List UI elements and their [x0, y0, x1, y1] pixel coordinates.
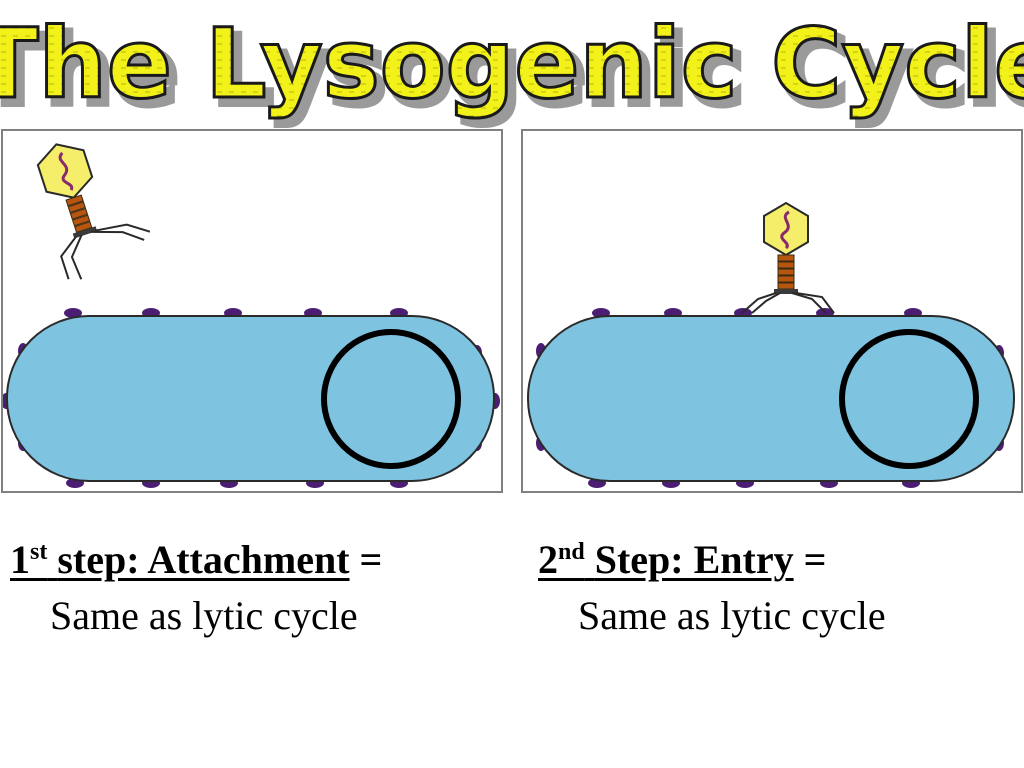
bacterial-chromosome-ring [321, 329, 461, 469]
step-number: 1 [10, 537, 30, 582]
step-heading: 1st step: Attachment = [10, 532, 510, 588]
page-title: The Lysogenic Cycle The Lysogenic Cycle [0, 0, 1024, 129]
title-text: The Lysogenic Cycle [0, 8, 1024, 120]
step-title: 2nd Step: Entry [538, 537, 794, 582]
step-description: Same as lytic cycle [50, 593, 358, 638]
step-caption-entry: 2nd Step: Entry = Same as lytic cycle [538, 532, 1024, 644]
step-label: Step: Entry [594, 537, 794, 582]
bacteriophage-icon [741, 201, 835, 314]
step-title: 1st step: Attachment [10, 537, 350, 582]
bacterial-chromosome-ring [839, 329, 979, 469]
step-heading: 2nd Step: Entry = [538, 532, 1024, 588]
title-graphic: The Lysogenic Cycle The Lysogenic Cycle [0, 7, 1024, 129]
attachment-diagram [3, 143, 500, 488]
step-label: step: Attachment [57, 537, 350, 582]
title-shadow: The Lysogenic Cycle [0, 15, 1024, 127]
step-description: Same as lytic cycle [578, 593, 886, 638]
bacteriophage-icon [36, 143, 151, 280]
equals-sign: = [359, 537, 383, 582]
step-number: 2 [538, 537, 558, 582]
bacterial-cell [6, 315, 495, 482]
diagram-panel-entry [521, 129, 1023, 493]
ordinal-suffix: nd [558, 539, 585, 565]
bacterial-cell [527, 315, 1015, 482]
step-caption-attachment: 1st step: Attachment = Same as lytic cyc… [10, 532, 510, 644]
equals-sign: = [803, 537, 827, 582]
ordinal-suffix: st [30, 539, 48, 565]
diagram-panel-attachment [1, 129, 503, 493]
entry-diagram [527, 201, 1015, 488]
